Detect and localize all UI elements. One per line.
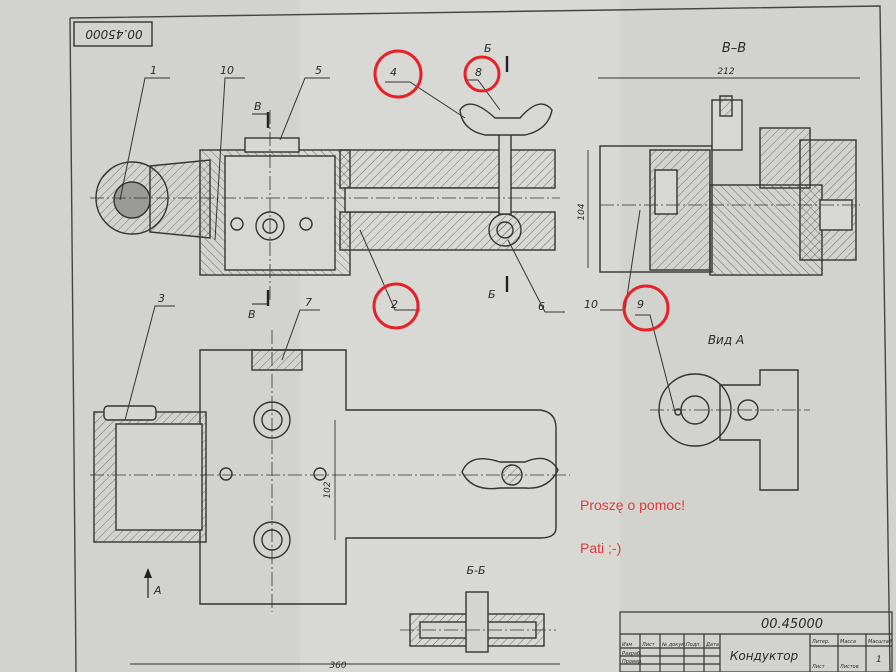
tb-masshtab: Масштаб [868,639,892,645]
part-9: 9 [637,298,644,311]
part-3: 3 [158,292,165,305]
section-vv [599,95,860,276]
tb-prover: Провер. [622,659,643,665]
view-a [650,369,810,491]
highlight-circle-4 [373,49,423,99]
leader-7 [281,309,320,361]
part-1: 1 [150,64,157,77]
plan-pin [103,405,157,421]
plan-wing-nut [461,457,559,490]
part-5: 5 [315,64,322,77]
doc-number-block: 00.45000 [761,617,823,632]
tb-izm: Изм [622,642,632,648]
part-10b: 10 [584,298,598,311]
dim-102: 102 [323,481,333,498]
part-7: 7 [305,296,312,309]
dim-104: 104 [577,203,587,220]
tb-scale-value: 1 [876,655,882,665]
label-b-bottom: Б [488,288,496,301]
lower-bar [339,211,556,251]
label-b-top: Б [484,42,492,55]
part-2: 2 [391,298,398,311]
tb-docum: № докум. [661,642,687,648]
sheet-frame [69,5,891,672]
help-note: Proszę o pomoc! [580,497,685,513]
tb-razrab: Разраб. [622,651,642,657]
tb-podp: Подп. [686,642,701,648]
view-a-title: Вид А [708,333,744,347]
section-vv-title: В–В [722,41,746,56]
part-8: 8 [475,66,482,79]
top-boss [244,137,300,153]
label-v-bottom: В [248,308,256,321]
bolt-eye-inner [496,221,514,239]
leader-9 [635,314,676,413]
plan-plate [199,349,557,605]
drawing-title: Кондуктор [730,649,799,663]
plan-bracket-void [115,423,203,531]
label-a: А [153,584,162,597]
part-6: 6 [538,300,545,313]
sheet-frame-left [69,17,77,672]
leaders-top [119,77,565,313]
view-a-arrowhead [144,568,152,578]
signature-note: Pati ;-) [580,540,621,556]
tb-data: Дата [705,642,719,648]
tb-list2: Лист [811,664,826,670]
section-bb [400,591,556,653]
tb-listov: Листов [839,664,859,670]
plan-hole-left [219,467,233,481]
highlight-circle-2 [372,282,420,330]
eye-hole [113,181,151,219]
pin-left [230,217,244,231]
section-bb-title: Б-Б [466,564,485,577]
doc-number-top: 00.45000 [85,27,143,41]
bar-slot [344,187,506,213]
tb-list: Лист [641,642,656,648]
dim-212: 212 [717,67,734,77]
part-4: 4 [390,66,397,79]
leader-3 [124,305,175,421]
paper-highlight [300,0,620,672]
dim-360: 360 [329,661,346,671]
label-v-top: В [254,100,262,113]
upper-bar [339,149,556,189]
tb-massa: Масса [840,639,856,645]
pin-right [299,217,313,231]
part-10a: 10 [220,64,234,77]
highlight-circle-9 [622,284,670,332]
plan-top-slot [251,349,303,371]
bolt-shank [498,129,512,215]
doc-number-box [73,21,153,47]
wing-nut [459,103,553,136]
tb-liter: Литер. [811,639,830,645]
highlight-circle-8 [463,55,501,93]
title-block [619,611,893,672]
plan-view [90,330,570,612]
main-view [90,103,560,300]
plan-hole-right [313,467,327,481]
body-window [224,155,336,271]
